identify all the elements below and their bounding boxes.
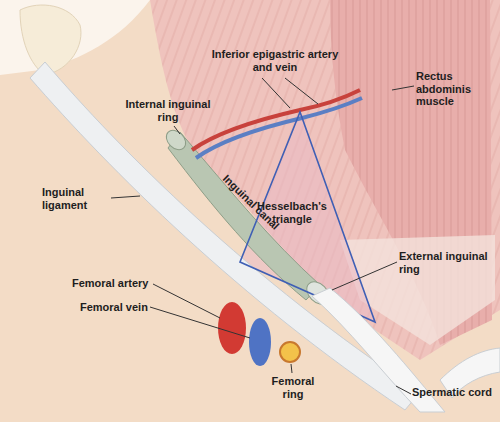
muscle-label: Rectus abdominis muscle [416,70,496,108]
vessel-label: Inferior epigastric artery and vein [205,48,345,73]
ring-label: Femoral ring [262,375,324,400]
structure-label: Spermatic cord [412,386,496,399]
ring-label: External inguinal ring [399,250,495,275]
vessel-label: Femoral vein [80,301,160,314]
ring-label: Internal inguinal ring [118,98,218,123]
ligament-label: Inguinal ligament [42,186,110,211]
triangle-label: Hesselbach's triangle [252,200,332,225]
vessel-label: Femoral artery [72,277,162,290]
